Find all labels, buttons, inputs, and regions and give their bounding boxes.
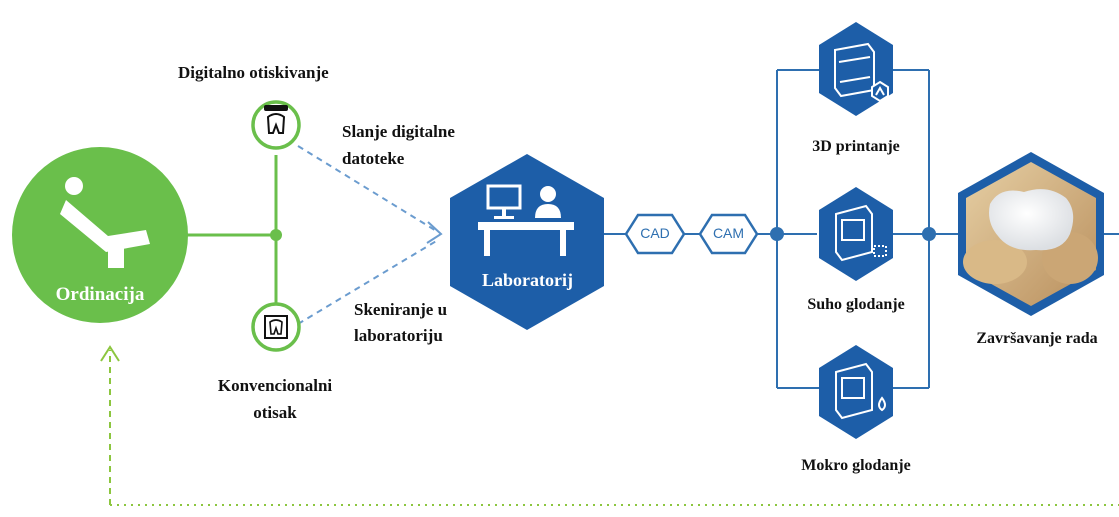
ordinacija-label: Ordinacija bbox=[55, 284, 145, 305]
cam-node bbox=[698, 213, 759, 255]
laboratory-node bbox=[450, 154, 604, 330]
impression-tray-icon bbox=[264, 315, 288, 339]
conventional-impression-node bbox=[251, 302, 301, 352]
cad-label: CAD bbox=[640, 225, 670, 241]
conventional-impression-label: Konvencionalni otisak bbox=[217, 376, 333, 422]
scan-in-lab-label: Skeniranje u laboratoriju bbox=[354, 300, 448, 345]
green-junction-dot bbox=[270, 229, 282, 241]
printing-label: 3D printanje bbox=[812, 138, 900, 155]
cad-node bbox=[624, 213, 686, 255]
send-files-arrow bbox=[297, 145, 439, 233]
digital-impression-node bbox=[251, 100, 301, 150]
blue-junction-dot-right bbox=[922, 227, 936, 241]
ordinacija-node bbox=[12, 147, 188, 323]
dry-milling-node bbox=[819, 187, 893, 281]
cam-label: CAM bbox=[712, 225, 745, 241]
laboratory-label: Laboratorij bbox=[482, 270, 573, 290]
finishing-node bbox=[958, 152, 1104, 316]
intraoral-scanner-icon bbox=[264, 105, 288, 134]
wet-milling-label: Mokro glodanje bbox=[801, 457, 911, 474]
printing-node bbox=[819, 22, 893, 116]
scan-in-lab-arrow bbox=[297, 239, 439, 325]
send-files-label: Slanje digitalne datoteke bbox=[342, 122, 455, 168]
wet-milling-node bbox=[819, 345, 893, 439]
dental-chair-icon bbox=[60, 177, 150, 268]
dry-milling-machine-icon bbox=[835, 204, 887, 262]
connector-lines bbox=[100, 69, 1119, 506]
wet-milling-machine-icon bbox=[835, 362, 886, 420]
dry-milling-label: Suho glodanje bbox=[807, 296, 905, 313]
lab-technician-desk-icon bbox=[478, 184, 574, 256]
3d-printer-icon bbox=[834, 42, 889, 103]
digital-impression-label: Digitalno otiskivanje bbox=[178, 63, 329, 82]
crown-photo-icon bbox=[963, 189, 1098, 284]
finishing-label: Završavanje rada bbox=[976, 330, 1098, 347]
